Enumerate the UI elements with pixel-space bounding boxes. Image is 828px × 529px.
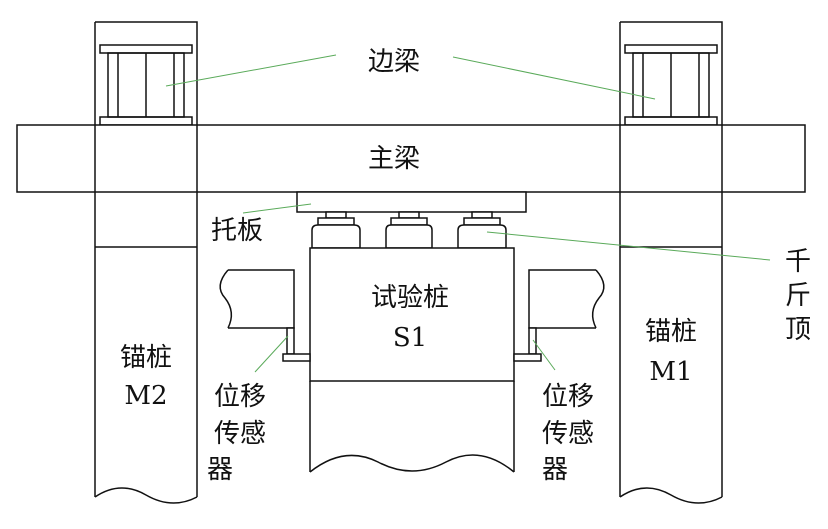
- test-pile: [309, 247, 515, 473]
- anchor-pile-left: [94, 21, 198, 504]
- jack-label-3: 顶: [785, 315, 811, 345]
- anchor-pile-right: [619, 21, 723, 504]
- jack-2: [385, 211, 433, 249]
- main-beam: [16, 124, 806, 193]
- main-beam-label: 主梁: [368, 144, 420, 174]
- sensor-left: [219, 269, 311, 362]
- sensor-left-label-2: 传感: [214, 419, 266, 449]
- anchor-pile-left-label: 锚桩: [120, 343, 172, 373]
- anchor-pile-right-id: M1: [649, 357, 692, 387]
- anchor-pile-left-id: M2: [124, 381, 167, 411]
- test-pile-label: 试验桩: [371, 283, 449, 313]
- test-pile-id: S1: [393, 323, 427, 353]
- jack-3: [457, 211, 507, 249]
- side-beam-label: 边梁: [368, 47, 420, 77]
- jack-label-2: 斤: [785, 281, 811, 311]
- anchor-pile-right-label: 锚桩: [645, 317, 697, 347]
- base-plate: [296, 191, 527, 213]
- jack-1: [311, 211, 361, 249]
- base-plate-label: 托板: [211, 216, 263, 246]
- sensor-right-label-2: 传感: [542, 419, 594, 449]
- sensor-left-label-1: 位移: [214, 382, 266, 412]
- jack-label-1: 千: [785, 247, 811, 277]
- sensor-right-label-1: 位移: [542, 382, 594, 412]
- sensor-left-label-3: 器: [207, 455, 233, 485]
- side-beam-right: [624, 44, 718, 126]
- sensor-right: [513, 269, 605, 362]
- side-beam-left: [99, 44, 193, 126]
- sensor-right-label-3: 器: [542, 455, 568, 485]
